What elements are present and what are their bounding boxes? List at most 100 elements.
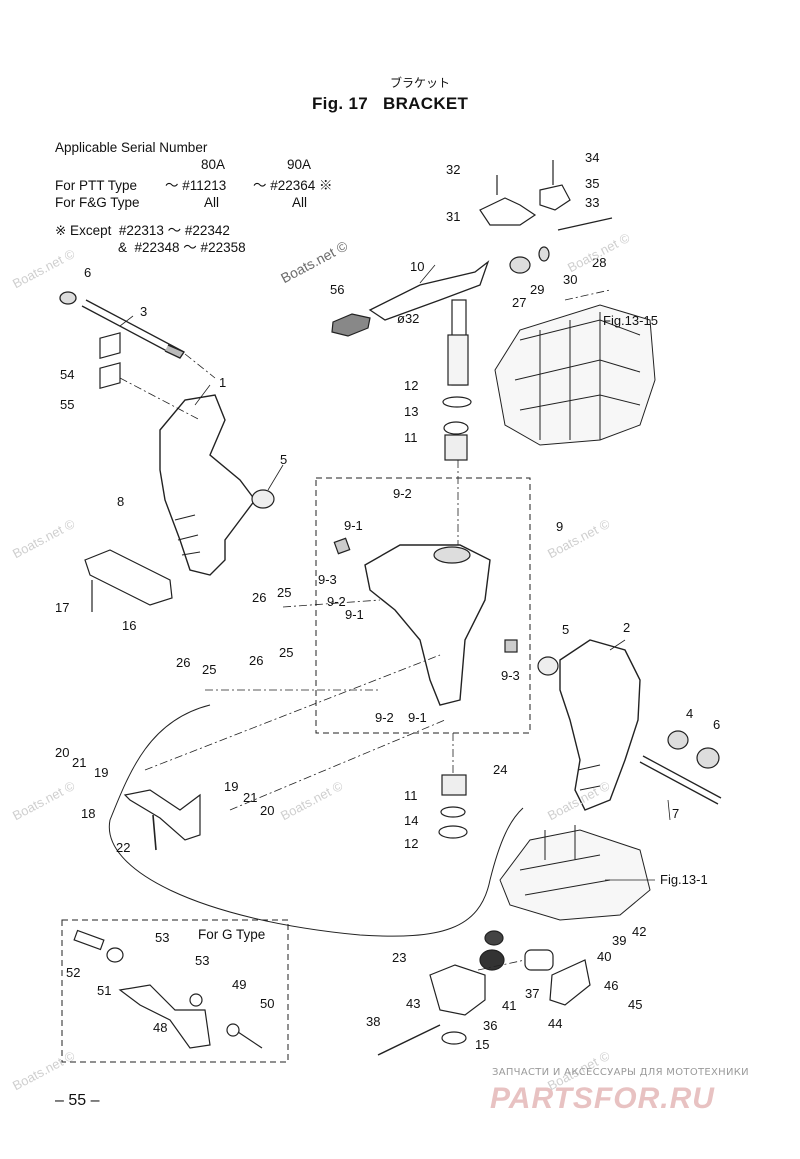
part-label-33: 33 xyxy=(585,195,600,210)
g-type-box xyxy=(61,919,289,1063)
except-line-2: & #22348 ～ #22358 xyxy=(118,240,246,255)
part-label-42: 42 xyxy=(632,924,647,939)
part-label-4: 4 xyxy=(686,706,694,721)
ref-fig-13-1: Fig.13-1 xyxy=(660,872,708,887)
col-90a: 90A xyxy=(287,157,312,172)
part-label-48: 48 xyxy=(153,1020,168,1035)
part-label-18: 18 xyxy=(81,806,96,821)
part-label-26: 26 xyxy=(252,590,267,605)
part-label-8: 8 xyxy=(117,494,125,509)
part-label-21: 21 xyxy=(72,755,87,770)
part-label-35: 35 xyxy=(585,176,600,191)
cable-23 xyxy=(108,704,524,937)
part-label-50: 50 xyxy=(260,996,275,1011)
clamp-bracket-2 xyxy=(559,639,641,811)
part-label-21: 21 xyxy=(243,790,258,805)
plate-55 xyxy=(99,362,121,389)
part-label-9-2: 9-2 xyxy=(393,486,412,501)
swivel-group-box xyxy=(315,477,531,734)
page-title: Fig. 17 BRACKET xyxy=(312,94,469,113)
part-label-5: 5 xyxy=(562,622,570,637)
part-label-7: 7 xyxy=(672,806,680,821)
part-label-1: 1 xyxy=(219,375,227,390)
clamp-31 xyxy=(479,197,537,226)
part-label-54: 54 xyxy=(60,367,75,382)
part-label-14: 14 xyxy=(404,813,419,828)
guide-lines xyxy=(119,289,611,971)
part-label-6: 6 xyxy=(84,265,92,280)
brand-logo: PARTSFOR.RU xyxy=(490,1082,715,1115)
through-tube-3 xyxy=(59,291,185,359)
part-label-13: 13 xyxy=(404,404,419,419)
part-label-23: 23 xyxy=(392,950,407,965)
part-label-5: 5 xyxy=(280,452,288,467)
fg-90a: All xyxy=(292,195,308,210)
part-label-40: 40 xyxy=(597,949,612,964)
ptt-90a: ～ #22364 ※ xyxy=(253,178,333,193)
part-label-19: 19 xyxy=(224,779,239,794)
part-label-56: 56 xyxy=(330,282,345,297)
part-label-26: 26 xyxy=(176,655,191,670)
col-80a: 80A xyxy=(201,157,226,172)
part-label-29: 29 xyxy=(530,282,545,297)
part-label-12: 12 xyxy=(404,836,419,851)
part-label-25: 25 xyxy=(277,585,292,600)
part-label-44: 44 xyxy=(548,1016,563,1031)
plate-44 xyxy=(549,959,591,1006)
part-label-49: 49 xyxy=(232,977,247,992)
part-label-30: 30 xyxy=(563,272,578,287)
part-label-31: 31 xyxy=(446,209,461,224)
part-label-39: 39 xyxy=(612,933,627,948)
part-label-25: 25 xyxy=(202,662,217,677)
part-label-36: 36 xyxy=(483,1018,498,1033)
part-label-3: 3 xyxy=(140,304,148,319)
part-label-9-1: 9-1 xyxy=(345,607,364,622)
cap-37 xyxy=(524,949,554,971)
part-label-55: 55 xyxy=(60,397,75,412)
diameter-label: ø32 xyxy=(397,311,420,326)
clamp-33 xyxy=(539,184,571,211)
part-label-53: 53 xyxy=(155,930,170,945)
page-number: – 55 – xyxy=(55,1092,100,1109)
swivel-bracket-9 xyxy=(364,544,491,706)
part-label-25: 25 xyxy=(279,645,294,660)
part-label-9-2: 9-2 xyxy=(327,594,346,609)
part-label-32: 32 xyxy=(446,162,461,177)
fg-80a: All xyxy=(204,195,220,210)
ptt-80a: ～ #11213 xyxy=(165,178,227,193)
part-label-15: 15 xyxy=(475,1037,490,1052)
brand-tagline: ЗАПЧАСТИ И АКСЕССУАРЫ ДЛЯ МОТОТЕХНИКИ xyxy=(492,1067,749,1078)
applicability-heading: Applicable Serial Number xyxy=(55,140,208,155)
part-label-41: 41 xyxy=(502,998,517,1013)
ref-fig-13-15: Fig.13-15 xyxy=(603,313,658,328)
through-tube-7 xyxy=(639,755,722,805)
lower-unit-outline xyxy=(499,825,651,921)
part-label-27: 27 xyxy=(512,295,527,310)
except-line-1: ※ Except #22313 ～ #22342 xyxy=(55,223,230,238)
fg-label: For F&G Type xyxy=(55,195,140,210)
part-label-24: 24 xyxy=(493,762,508,777)
part-label-11: 11 xyxy=(404,788,418,803)
part-label-38: 38 xyxy=(366,1014,381,1029)
g-type-title: For G Type xyxy=(198,927,266,942)
part-label-22: 22 xyxy=(116,840,131,855)
part-label-19: 19 xyxy=(94,765,109,780)
part-label-10: 10 xyxy=(410,259,425,274)
ptt-label: For PTT Type xyxy=(55,178,138,193)
linkage-18 xyxy=(123,789,201,841)
part-label-26: 26 xyxy=(249,653,264,668)
part-label-51: 51 xyxy=(97,983,112,998)
part-label-9-2: 9-2 xyxy=(375,710,394,725)
part-label-12: 12 xyxy=(404,378,419,393)
part-label-9-3: 9-3 xyxy=(501,668,520,683)
engine-block-outline xyxy=(494,304,656,446)
plate-54 xyxy=(99,332,121,359)
tilt-stopper-16 xyxy=(84,549,173,606)
part-label-20: 20 xyxy=(55,745,70,760)
steering-arm-10 xyxy=(368,260,490,321)
part-label-6: 6 xyxy=(713,717,721,732)
part-label-20: 20 xyxy=(260,803,275,818)
part-label-34: 34 xyxy=(585,150,600,165)
part-label-11: 11 xyxy=(404,430,418,445)
